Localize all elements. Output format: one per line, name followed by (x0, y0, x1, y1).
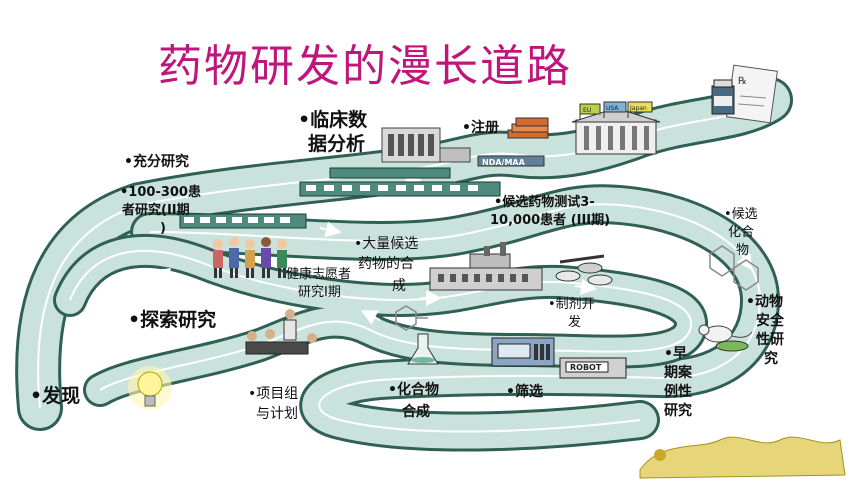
molecule-icon (395, 245, 759, 331)
medicine-bottle-icon (711, 79, 735, 115)
label-formulation-line1: •制剂开 (548, 297, 595, 312)
label-mass-synthesis-line3: 成 (392, 278, 406, 294)
label-animal-line4: 究 (764, 351, 778, 367)
label-candidate-line1: •候选 (724, 207, 758, 222)
flag-usa: USA (606, 105, 619, 112)
label-clinical-data-line1: •临床数 (298, 109, 368, 131)
label-exploration: •探索研究 (128, 309, 217, 331)
factory-building (429, 242, 543, 291)
direction-arrows (94, 174, 753, 362)
label-mass-synthesis-line2: 药物的合 (358, 256, 414, 272)
label-healthy-volunteers-line2: 研究I期 (298, 285, 341, 300)
label-early-case-line2: 期案 (664, 365, 692, 381)
label-phase3-line1: •候选药物测试3- (494, 195, 595, 210)
lightbulb-icon (128, 366, 172, 410)
svg-text:℞: ℞ (738, 76, 747, 87)
label-phase2-line3: ) (160, 221, 166, 236)
robot-screening-machine (491, 337, 627, 379)
label-early-case-line4: 研究 (664, 403, 692, 419)
petri-dish-icon (715, 340, 749, 352)
volunteers-group (213, 237, 287, 278)
label-healthy-volunteers-line1: 健康志愿者 (286, 267, 352, 282)
data-center-building (381, 127, 471, 163)
label-mass-synthesis-line1: •大量候选 (354, 236, 419, 252)
lab-rat-icon (698, 324, 753, 343)
label-phase3-line2: 10,000患者 (III期) (490, 213, 611, 228)
label-candidate-line3: 物 (736, 243, 750, 258)
robot-sign: ROBOT (570, 363, 602, 372)
label-registration: •注册 (462, 120, 499, 136)
label-discovery: •发现 (30, 385, 81, 407)
label-animal-line3: 性研 (756, 332, 784, 348)
label-candidate-line2: 化合 (728, 225, 755, 240)
label-screening: •筛选 (506, 384, 543, 400)
label-early-case-line1: •早 (664, 346, 687, 362)
pills-icon (555, 254, 613, 286)
label-project-line1: •项目组 (248, 386, 299, 402)
label-early-case-line3: 例性 (664, 384, 692, 400)
label-phase2-line2: 者研究(II期 (122, 203, 190, 218)
label-compound-line2: 合成 (402, 404, 430, 420)
dragon-decoration (639, 436, 846, 479)
hospital-beds (179, 167, 501, 229)
label-formulation-line2: 发 (568, 315, 582, 330)
label-full-study: •充分研究 (124, 154, 189, 170)
flag-eu: EU (583, 107, 591, 114)
meeting-table-icon (245, 309, 317, 355)
flask-icon (407, 333, 439, 365)
government-building (571, 101, 661, 155)
label-animal-line2: 安全 (756, 313, 784, 329)
registration-documents (477, 117, 549, 167)
label-clinical-data-line2: 据分析 (308, 133, 366, 155)
label-animal-line1: •动物 (746, 294, 783, 310)
label-phase2-line1: •100-300患 (120, 185, 201, 200)
label-compound-line1: •化合物 (388, 382, 439, 398)
flag-japan: Japan (629, 105, 647, 112)
page-title: 药物研发的漫长道路 (158, 41, 572, 92)
label-project-line2: 与计划 (256, 406, 298, 422)
nda-sign: NDA/MAA (482, 158, 526, 167)
